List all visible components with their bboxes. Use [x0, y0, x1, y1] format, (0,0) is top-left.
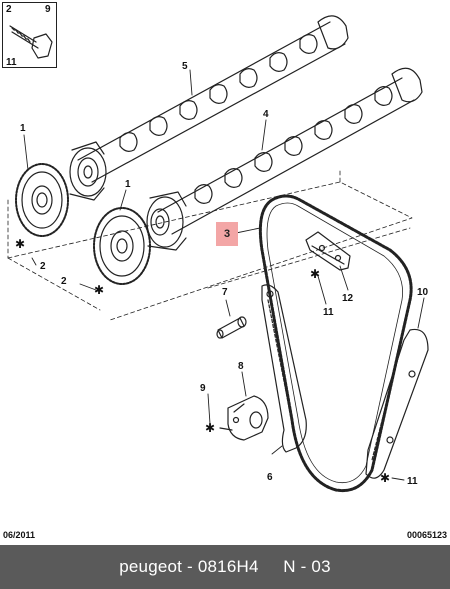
- callout-5: 5: [182, 61, 188, 72]
- cam-phaser-upper: [69, 141, 107, 201]
- camshaft-lower: [157, 67, 423, 235]
- callout-7: 7: [222, 287, 228, 298]
- pivot-pin: [216, 316, 247, 339]
- kit-label-2: 2: [6, 4, 12, 15]
- callout-8: 8: [238, 361, 244, 372]
- cross-marker: ✱: [310, 267, 320, 281]
- sprocket-upper: [15, 163, 69, 237]
- diagram-date: 06/2011: [3, 530, 36, 540]
- callout-2-b: 2: [61, 276, 67, 287]
- cross-marker: ✱: [15, 237, 25, 251]
- bolt-icon: [9, 25, 53, 59]
- tensioner-rail: [261, 284, 307, 453]
- caption-brand: peugeot: [119, 557, 183, 576]
- caption-part-number: 0816H4: [197, 557, 259, 576]
- cam-phaser-lower: [146, 191, 187, 251]
- callout-9: 9: [200, 383, 206, 394]
- callout-4: 4: [263, 109, 269, 120]
- callout-11-b: 11: [407, 476, 418, 487]
- timing-chain: [258, 194, 413, 493]
- timing-chain-diagram: ✱ ✱ ✱ ✱ ✱: [7, 15, 429, 493]
- fixed-guide-rail: [365, 328, 429, 479]
- callout-1-lower: 1: [125, 179, 131, 190]
- caption-separator: -: [187, 557, 193, 576]
- cross-marker: ✱: [380, 471, 390, 485]
- callout-11-a: 11: [323, 307, 334, 318]
- cross-marker: ✱: [205, 421, 215, 435]
- caption-bar: peugeot - 0816H4 N - 03: [0, 545, 450, 589]
- chain-tensioner: [219, 395, 269, 441]
- callout-10: 10: [417, 287, 429, 298]
- caption-section: N - 03: [283, 557, 331, 576]
- callout-6: 6: [267, 472, 273, 483]
- diagram-code: 00065123: [406, 530, 447, 540]
- cross-markers: ✱ ✱ ✱ ✱ ✱: [15, 237, 390, 485]
- camshaft-upper: [77, 15, 349, 183]
- callout-1-upper: 1: [20, 123, 26, 134]
- callout-2-a: 2: [40, 261, 46, 272]
- kit-box: [2, 2, 57, 68]
- kit-label-9: 9: [45, 4, 51, 15]
- callout-12: 12: [342, 293, 354, 304]
- leader-lines: [23, 69, 425, 481]
- assembly-dashed-lines: [7, 169, 413, 321]
- kit-label-11: 11: [6, 57, 17, 68]
- cross-marker: ✱: [94, 283, 104, 297]
- sprocket-lower: [93, 207, 151, 285]
- callout-3-highlight: 3: [216, 222, 238, 246]
- chain-guide-upper: [305, 231, 351, 271]
